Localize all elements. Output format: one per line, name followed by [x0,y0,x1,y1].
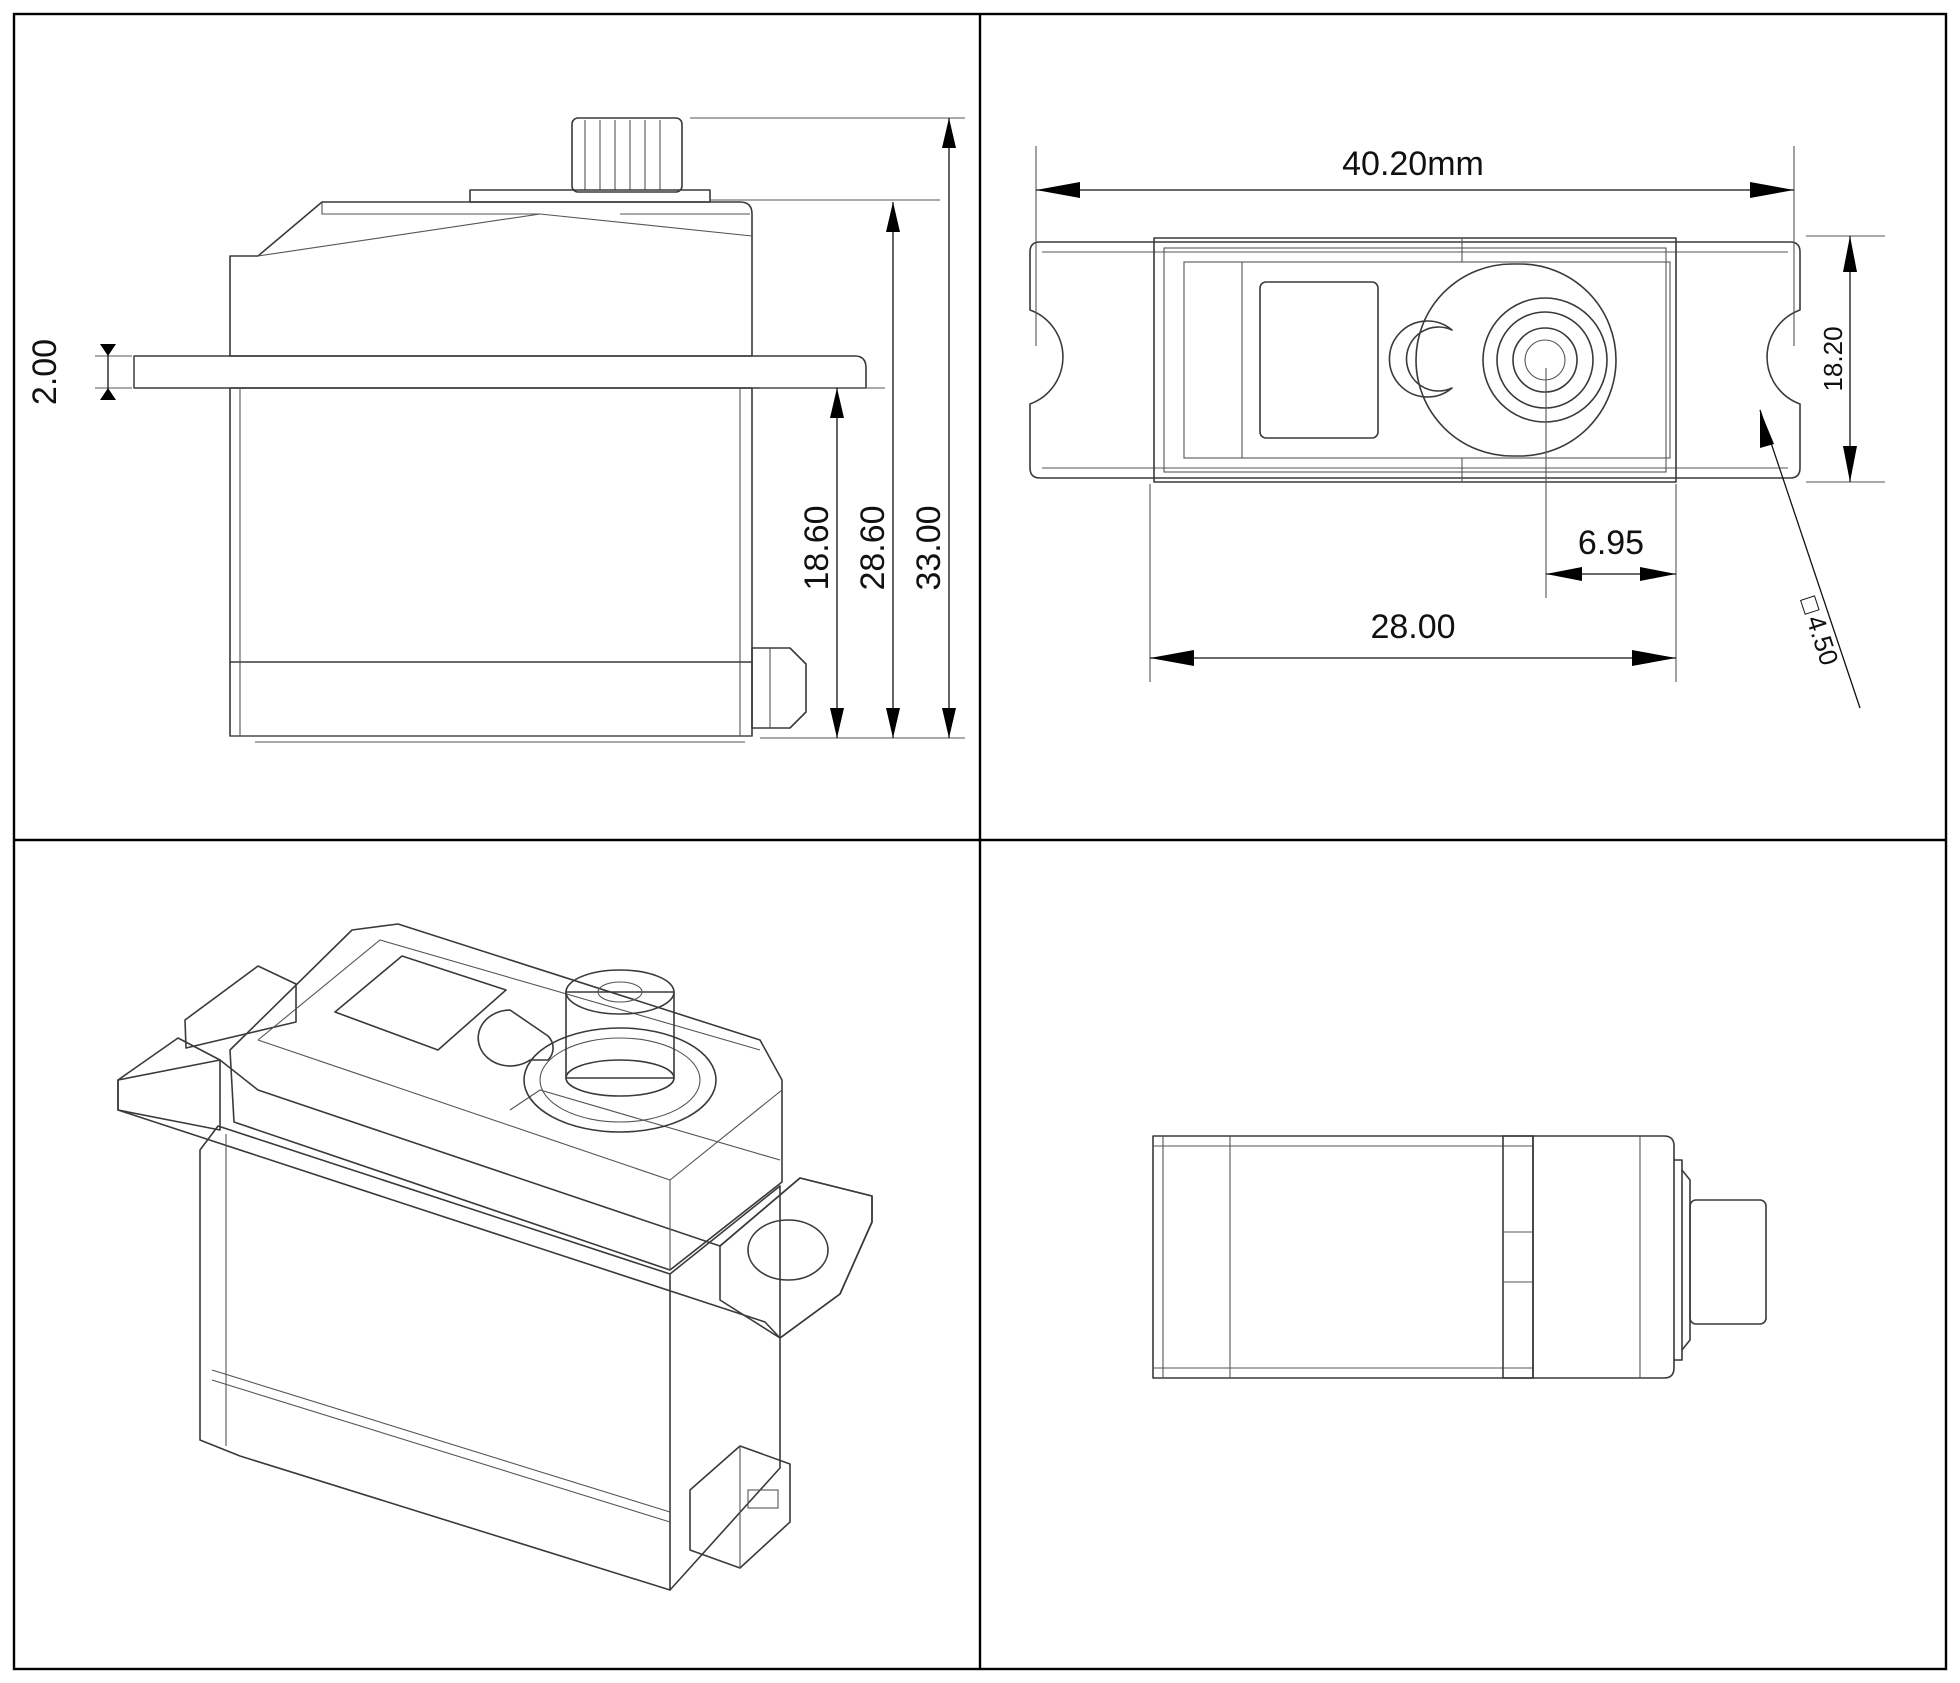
dim-18-60: 18.60 [798,388,844,738]
side-body [1152,1135,1534,1379]
dim-18-20-label: 18.20 [1818,326,1848,391]
iso-keyhole [477,1009,554,1067]
iso-top-case [229,923,783,1271]
front-wire-exit [751,647,807,729]
dim-6-95-label: 6.95 [1578,524,1644,562]
dim-28-60: 28.60 [854,202,900,738]
side-output-spline [1689,1199,1767,1325]
top-view: 40.20mm 18.20 6.95 28.00 □ [1029,145,1885,709]
dim-33-00-label: 33.00 [910,505,948,590]
dim-18-60-label: 18.60 [798,505,836,590]
dim-33-00: 33.00 [910,118,956,738]
dim-2-00-label: 2.00 [26,339,64,405]
dim-40-20-label: 40.20mm [1342,145,1484,183]
top-case [1153,237,1677,483]
top-label-window [1259,281,1379,439]
top-mount-flange [1029,241,1801,479]
front-view: 18.60 28.60 33.00 2.00 [26,117,965,743]
side-top-case [1532,1135,1675,1379]
isometric-view [117,923,873,1591]
front-output-spline [469,117,711,203]
top-keyhole [1388,320,1453,398]
iso-label-window [334,955,507,1051]
dim-40-20: 40.20mm [1036,145,1794,198]
front-body [229,387,753,737]
dim-28-60-label: 28.60 [854,505,892,590]
dim-28-00-label: 28.00 [1370,608,1455,646]
side-view [1152,1135,1767,1379]
dim-hole-label: 4.50 [1800,612,1844,669]
dim-6-95: 6.95 [1546,524,1676,581]
dim-2-00: 2.00 [26,339,116,405]
dim-18-20: 18.20 [1818,236,1857,482]
iso-left-tab [184,965,297,1049]
top-output-gear [1415,263,1617,457]
front-mount-flange [133,355,867,389]
front-top-case [229,201,753,357]
dim-28-00: 28.00 [1150,608,1676,666]
iso-right-tab [719,1177,873,1339]
iso-output-spline [523,969,717,1133]
sheet-frame [12,12,1948,1671]
iso-body [199,1125,671,1591]
iso-mount-flange [117,1059,873,1339]
